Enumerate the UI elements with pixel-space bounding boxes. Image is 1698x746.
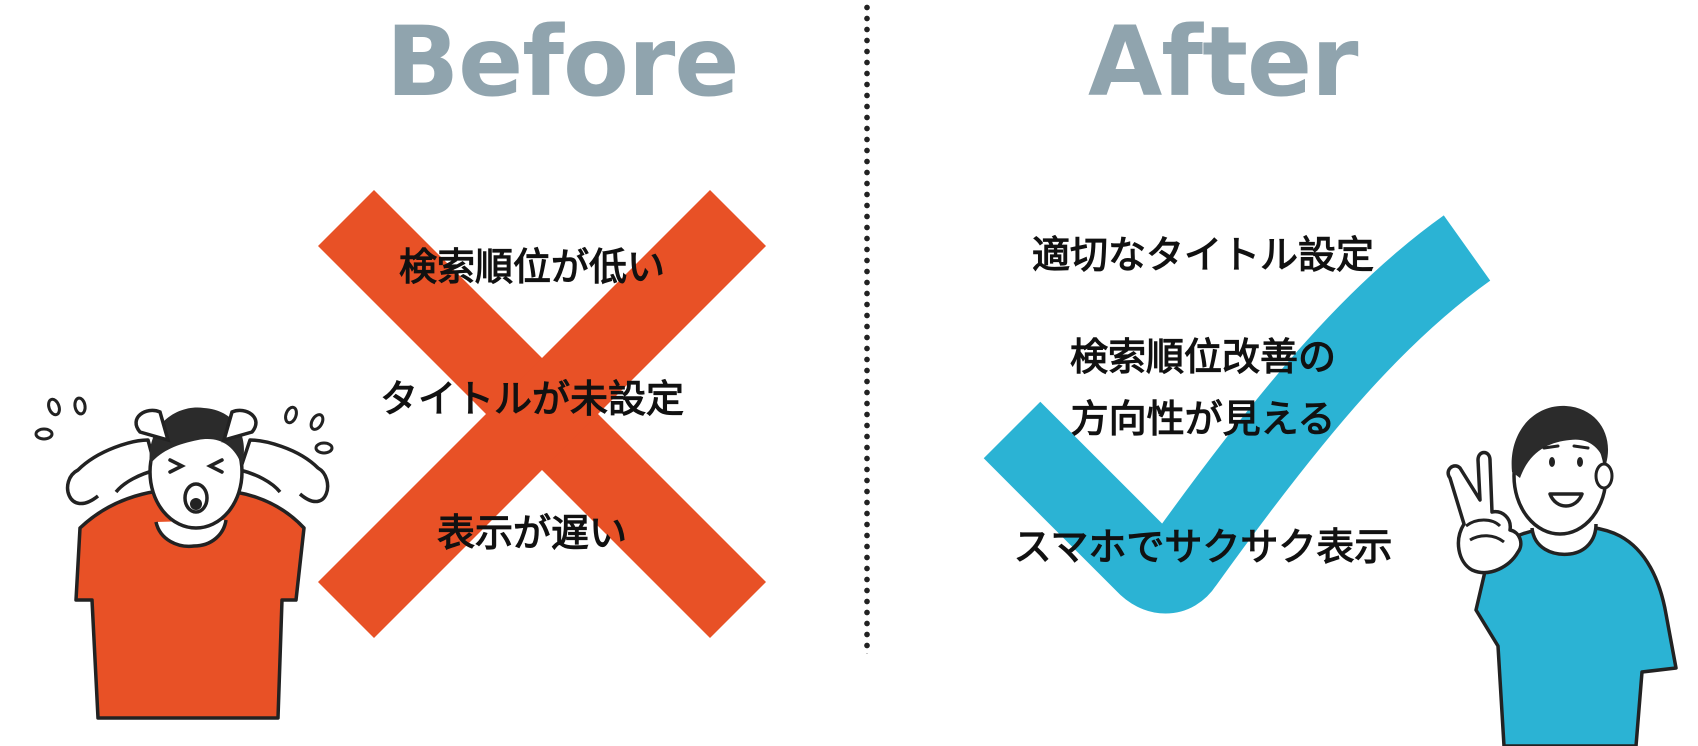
dotted-divider <box>864 2 870 654</box>
before-item-low-ranking: 検索順位が低い <box>398 245 666 289</box>
before-item-no-title: タイトルが未設定 <box>379 377 685 421</box>
stressed-man-illustration <box>34 396 334 720</box>
after-item-proper-title: 適切なタイトル設定 <box>1031 233 1375 277</box>
after-item-ranking-improve-line1: 検索順位改善の <box>1069 335 1337 379</box>
after-heading: After <box>1088 6 1358 118</box>
stress-marks <box>34 396 334 455</box>
after-item-smooth-mobile: スマホでサクサク表示 <box>1013 525 1393 569</box>
before-item-slow-display: 表示が遅い <box>436 511 628 555</box>
after-item-ranking-improve-line2: 方向性が見える <box>1070 397 1336 441</box>
before-heading: Before <box>386 6 739 118</box>
happy-man-illustration <box>1446 405 1678 746</box>
